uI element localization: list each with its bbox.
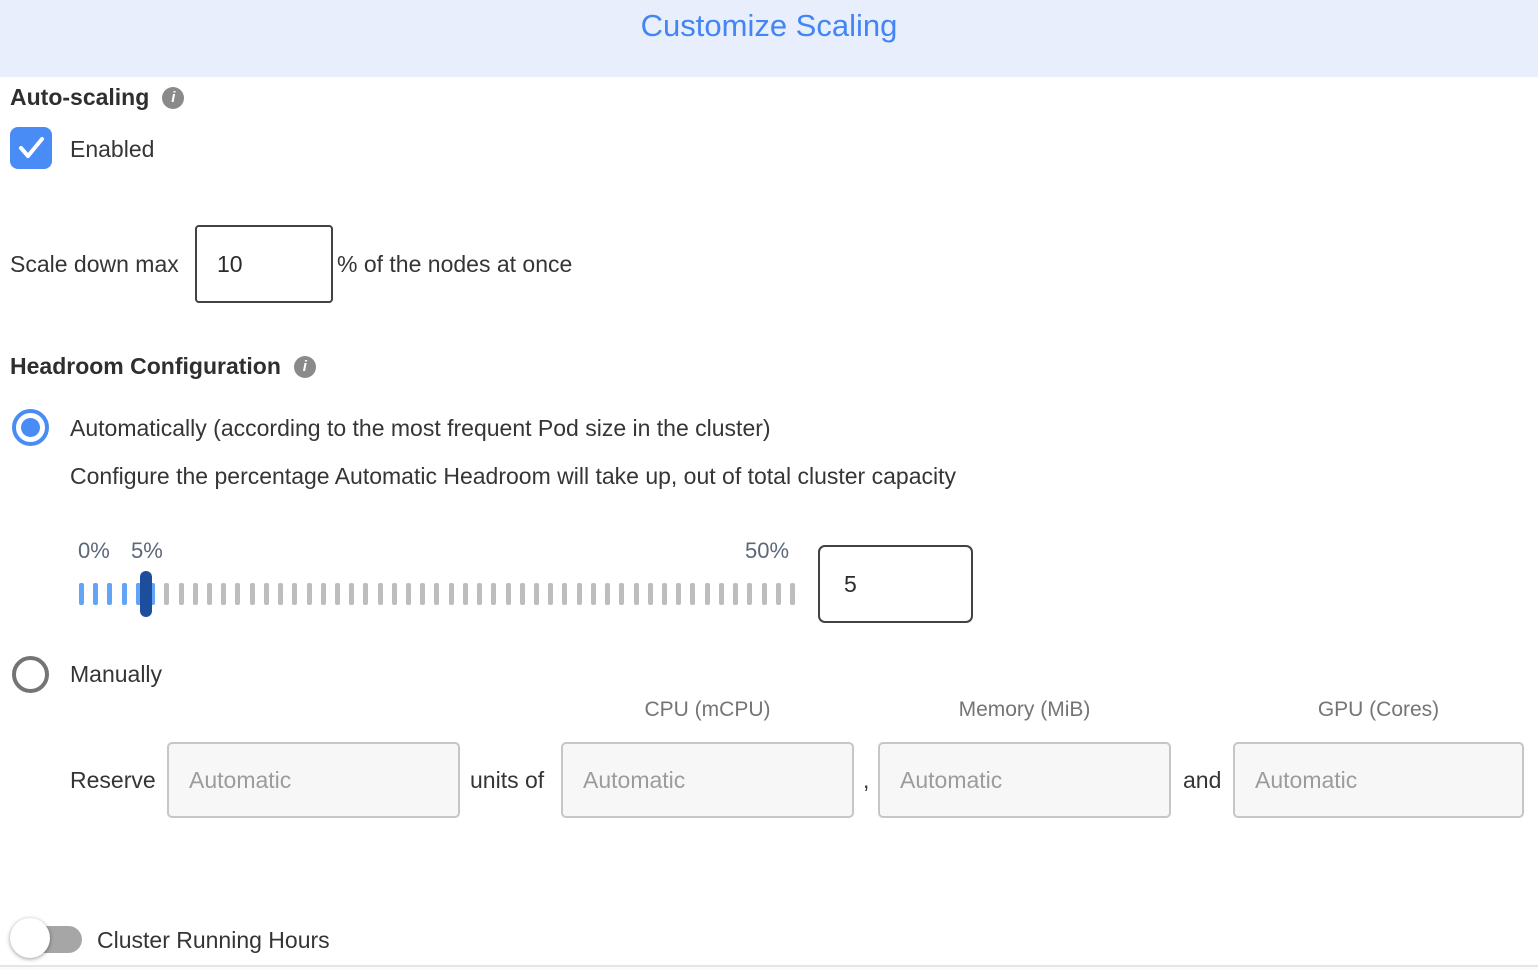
slider-current-label: 5% [131,538,163,563]
slider-tick [491,583,497,605]
slider-tick [434,583,440,605]
slider-tick [775,583,781,605]
reserve-label: Reserve [70,767,156,793]
headroom-auto-radio[interactable] [12,409,49,446]
scale-down-suffix-label: % of the nodes at once [337,251,573,277]
headroom-configuration-section-label: Headroom Configuration i [10,353,316,380]
slider-tick [704,583,710,605]
checkmark-icon [19,137,44,158]
slider-tick [477,583,483,605]
slider-tick [178,583,184,605]
slider-tick [448,583,454,605]
column-header-cpu: CPU (mCPU) [644,698,771,721]
slider-tick [164,583,170,605]
slider-tick [505,583,511,605]
toggle-knob [10,918,50,958]
reserve-units-input[interactable] [167,742,460,818]
slider-tick [306,583,312,605]
slider-tick [761,583,767,605]
auto-scaling-label: Auto-scaling [10,84,150,110]
slider-tick [135,583,141,605]
slider-tick [206,583,212,605]
auto-scaling-section-label: Auto-scaling i [10,84,185,111]
headroom-auto-description: Configure the percentage Automatic Headr… [70,463,956,489]
headroom-slider[interactable] [79,583,795,605]
scale-down-max-label: Scale down max [10,251,179,277]
slider-tick [661,583,667,605]
slider-tick [605,583,611,605]
radio-selected-dot [21,418,40,437]
slider-tick [562,583,568,605]
slider-tick [519,583,525,605]
autoscaling-enabled-checkbox[interactable] [10,127,52,169]
scale-down-max-input[interactable] [195,225,333,303]
slider-tick [676,583,682,605]
slider-tick [590,583,596,605]
slider-tick [334,583,340,605]
slider-tick [534,583,539,605]
slider-tick [93,583,99,605]
cpu-input[interactable] [561,742,854,818]
slider-tick [406,583,412,605]
slider-tick [278,583,284,605]
memory-input[interactable] [878,742,1171,818]
slider-tick [391,583,397,605]
slider-tick [235,583,241,605]
headroom-info-icon[interactable]: i [293,355,316,378]
slider-tick [192,583,198,605]
column-header-memory: Memory (MiB) [958,698,1091,721]
slider-tick [548,583,554,605]
slider-tick [690,583,696,605]
slider-tick [789,583,795,605]
slider-tick [349,583,355,605]
column-header-gpu: GPU (Cores) [1317,698,1440,721]
bottom-divider [0,965,1538,970]
headroom-manual-label: Manually [70,661,163,687]
enabled-label: Enabled [70,136,155,162]
slider-tick [377,583,383,605]
cluster-running-hours-toggle[interactable] [10,918,85,958]
slider-tick [107,583,113,605]
slider-tick [150,583,156,605]
slider-tick [462,583,468,605]
headroom-configuration-label: Headroom Configuration [10,353,281,379]
slider-tick [619,583,625,605]
slider-tick [263,583,269,605]
gpu-input[interactable] [1233,742,1524,818]
units-of-label: units of [470,767,545,793]
dialog-header: Customize Scaling [0,0,1538,77]
slider-tick [121,583,127,605]
slider-tick [320,583,326,605]
slider-tick [647,583,653,605]
headroom-manual-radio[interactable] [12,656,49,693]
dialog-title: Customize Scaling [640,8,898,43]
slider-tick [718,583,724,605]
and-label: and [1183,767,1222,793]
headroom-percentage-input[interactable] [818,545,973,623]
headroom-auto-label: Automatically (according to the most fre… [70,415,771,441]
slider-tick [292,583,298,605]
slider-tick [733,583,739,605]
slider-tick [420,583,426,605]
auto-scaling-info-icon[interactable]: i [162,86,185,109]
slider-tick [633,583,639,605]
slider-handle[interactable] [140,571,152,617]
slider-tick [576,583,582,605]
cluster-running-hours-label: Cluster Running Hours [97,927,330,953]
slider-tick [363,583,369,605]
comma-separator: , [863,767,870,793]
slider-max-label: 50% [745,538,790,563]
slider-min-label: 0% [78,538,110,563]
slider-tick [747,583,753,605]
slider-tick [79,583,84,605]
slider-tick [221,583,227,605]
slider-tick [249,583,255,605]
